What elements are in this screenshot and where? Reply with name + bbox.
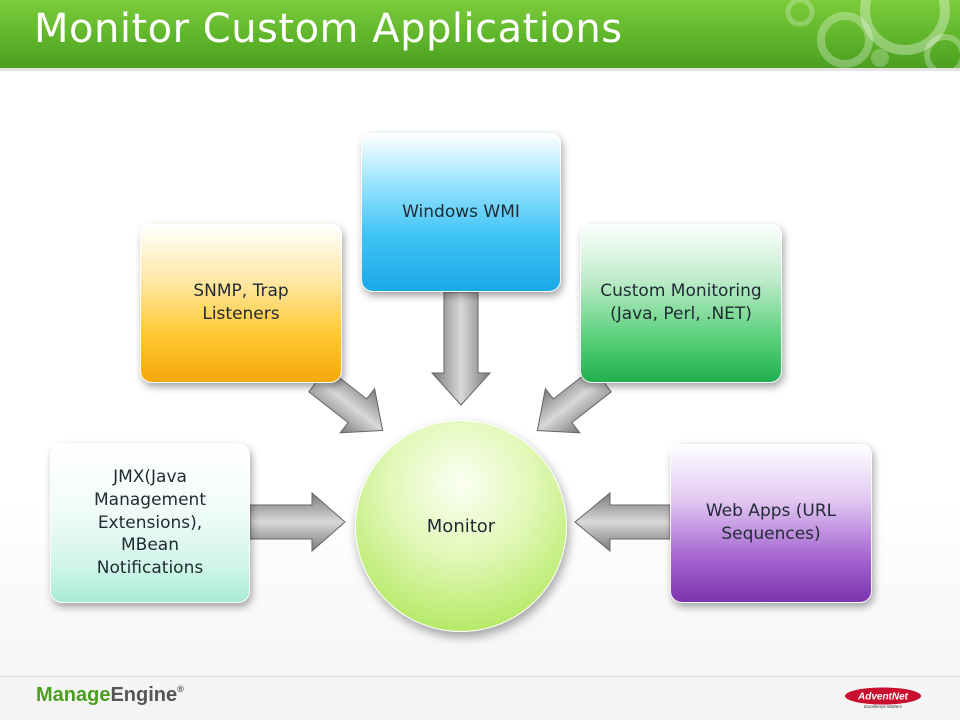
header-circles-decoration: [785, 0, 960, 68]
node-custom-label: Custom Monitoring (Java, Perl, .NET): [600, 281, 762, 324]
registered-mark: ®: [177, 684, 184, 694]
node-snmp-label: SNMP, Trap Listeners: [193, 281, 289, 324]
node-web-apps: Web Apps (URL Sequences): [670, 443, 872, 603]
node-monitor-center: Monitor: [355, 420, 567, 632]
node-snmp-trap-listeners: SNMP, Trap Listeners: [140, 223, 342, 383]
header-bar: Monitor Custom Applications: [0, 0, 960, 71]
logo-manage-text: Manage: [36, 684, 111, 706]
node-web-label: Web Apps (URL Sequences): [705, 501, 837, 544]
node-jmx: JMX(Java Management Extensions), MBean N…: [50, 443, 250, 603]
node-windows-wmi: Windows WMI: [361, 132, 561, 292]
arrow-snmp-to-monitor: [308, 367, 384, 434]
node-windows-wmi-label: Windows WMI: [402, 201, 520, 222]
manageengine-logo: ManageEngine®: [36, 684, 184, 707]
adventnet-logo: AdventNet Excellence Matters: [845, 687, 921, 709]
arrow-wmi-to-monitor: [430, 291, 492, 406]
footer-divider: [0, 676, 960, 677]
svg-text:Excellence Matters: Excellence Matters: [864, 704, 903, 709]
arrow-jmx-to-monitor: [249, 491, 346, 553]
node-jmx-label: JMX(Java Management Extensions), MBean N…: [94, 466, 206, 579]
logo-engine-text: Engine: [110, 684, 178, 706]
page-title: Monitor Custom Applications: [34, 6, 623, 52]
node-monitor-label: Monitor: [426, 515, 496, 537]
node-custom-monitoring: Custom Monitoring (Java, Perl, .NET): [580, 223, 782, 383]
arrow-web-to-monitor: [574, 491, 671, 553]
svg-text:AdventNet: AdventNet: [857, 692, 909, 703]
